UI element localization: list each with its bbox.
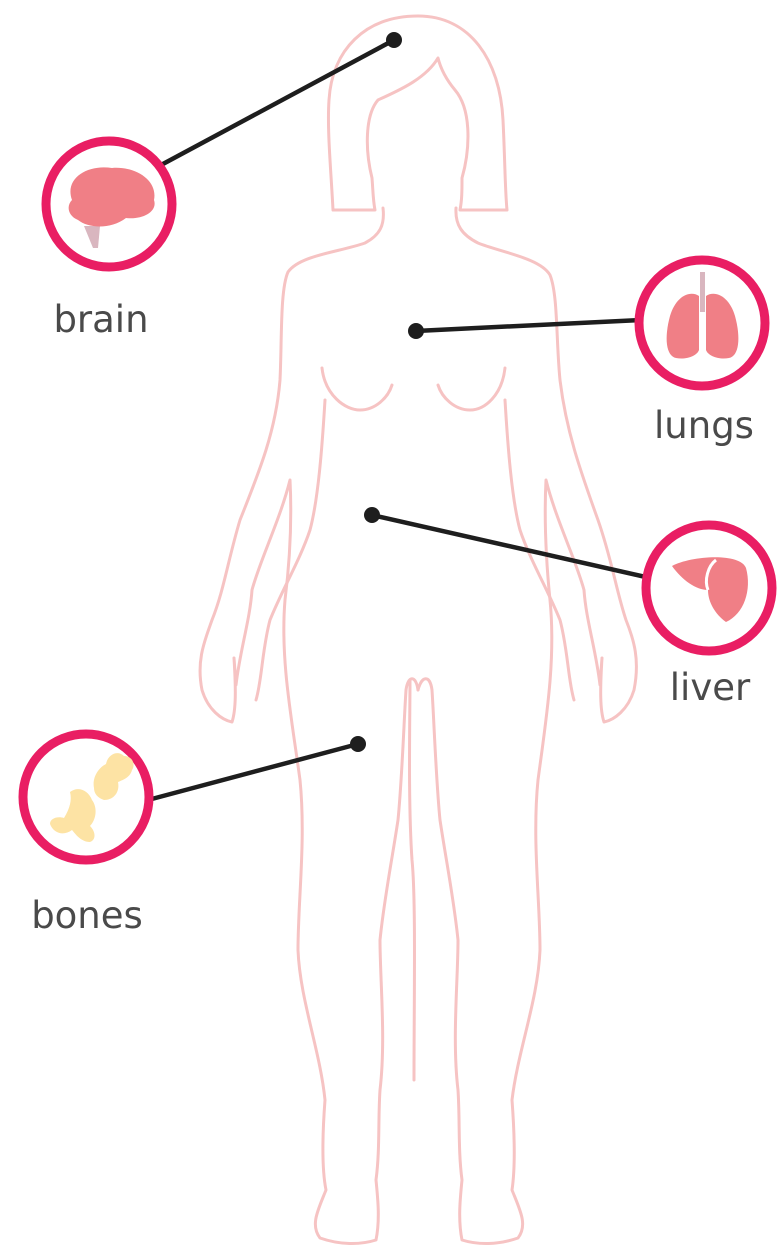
organ-badge-bones: bones	[23, 734, 149, 937]
chest-left	[322, 368, 392, 410]
brain-anchor-dot	[386, 32, 402, 48]
liver-anchor-dot	[364, 507, 380, 523]
bones-connector	[148, 744, 358, 800]
organ-badge-liver: liver	[646, 525, 772, 709]
hair-outline	[328, 16, 507, 210]
body-outline	[200, 16, 636, 1244]
bones-anchor-dot	[350, 736, 366, 752]
organ-badge-brain: brain	[46, 141, 172, 341]
lungs-label: lungs	[654, 404, 754, 447]
brain-connector	[148, 40, 394, 172]
brain-label: brain	[53, 298, 148, 341]
bones-label: bones	[31, 894, 143, 937]
body-left-outline	[200, 208, 418, 1244]
body-right-outline	[418, 208, 636, 1244]
organ-badge-lungs: lungs	[639, 260, 765, 447]
right-arm-inner	[505, 400, 574, 700]
liver-label: liver	[670, 666, 751, 709]
lungs-anchor-dot	[408, 323, 424, 339]
connectors	[148, 32, 650, 800]
leg-divider	[410, 680, 415, 1080]
liver-connector	[372, 515, 650, 578]
lungs-connector	[416, 320, 640, 331]
chest-right	[438, 368, 505, 410]
